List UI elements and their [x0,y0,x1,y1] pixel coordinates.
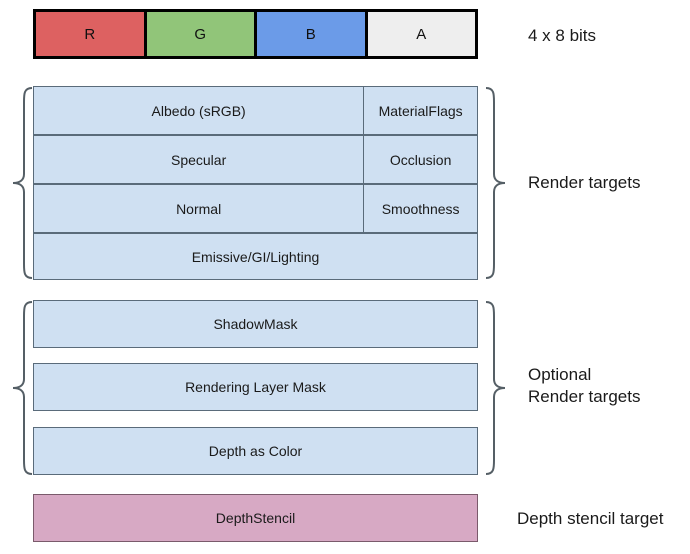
optional-render-target-rendering-layer-mask: Rendering Layer Mask [33,363,478,411]
channel-label-a: A [416,25,427,43]
render-target-emissive-main: Emissive/GI/Lighting [191,248,320,265]
caption-bit-depth: 4 x 8 bits [528,26,597,45]
render-target-row-specular: Specular Occlusion [33,135,478,184]
optional-render-targets-right-brace [484,300,508,476]
depth-stencil-box: DepthStencil [33,494,478,542]
optional-render-target-depth-as-color-label: Depth as Color [208,443,303,459]
render-target-row-emissive: Emissive/GI/Lighting [33,233,478,280]
render-targets-right-brace [484,86,508,280]
render-target-row-albedo: Albedo (sRGB) MaterialFlags [33,86,478,135]
render-target-specular-alpha: Occlusion [389,151,452,168]
render-target-albedo-alpha: MaterialFlags [378,102,463,119]
channel-label-b: B [305,25,316,43]
channel-cell-r: R [36,12,147,56]
render-target-normal-main: Normal [34,185,365,232]
caption-render-targets: Render targets [528,173,641,192]
caption-optional-render-targets: Optional Render targets [528,365,641,407]
optional-render-targets-left-brace [10,300,34,476]
optional-render-target-rendering-layer-mask-label: Rendering Layer Mask [185,379,326,395]
render-target-normal-alpha: Smoothness [381,200,460,217]
rgba-channel-bar: R G B A [33,9,478,59]
optional-render-target-shadowmask-label: ShadowMask [213,316,298,332]
render-target-specular-main: Specular [34,136,365,183]
channel-cell-g: G [146,12,257,56]
render-target-row-normal: Normal Smoothness [33,184,478,233]
render-target-albedo-main: Albedo (sRGB) [34,87,365,134]
channel-label-g: G [194,25,207,43]
channel-label-r: R [84,25,96,43]
depth-stencil-label: DepthStencil [215,510,296,526]
optional-render-target-shadowmask: ShadowMask [33,300,478,348]
channel-cell-a: A [367,12,475,56]
optional-render-target-depth-as-color: Depth as Color [33,427,478,475]
render-targets-left-brace [10,86,34,280]
channel-cell-b: B [257,12,368,56]
caption-depth-stencil-target: Depth stencil target [517,509,664,528]
